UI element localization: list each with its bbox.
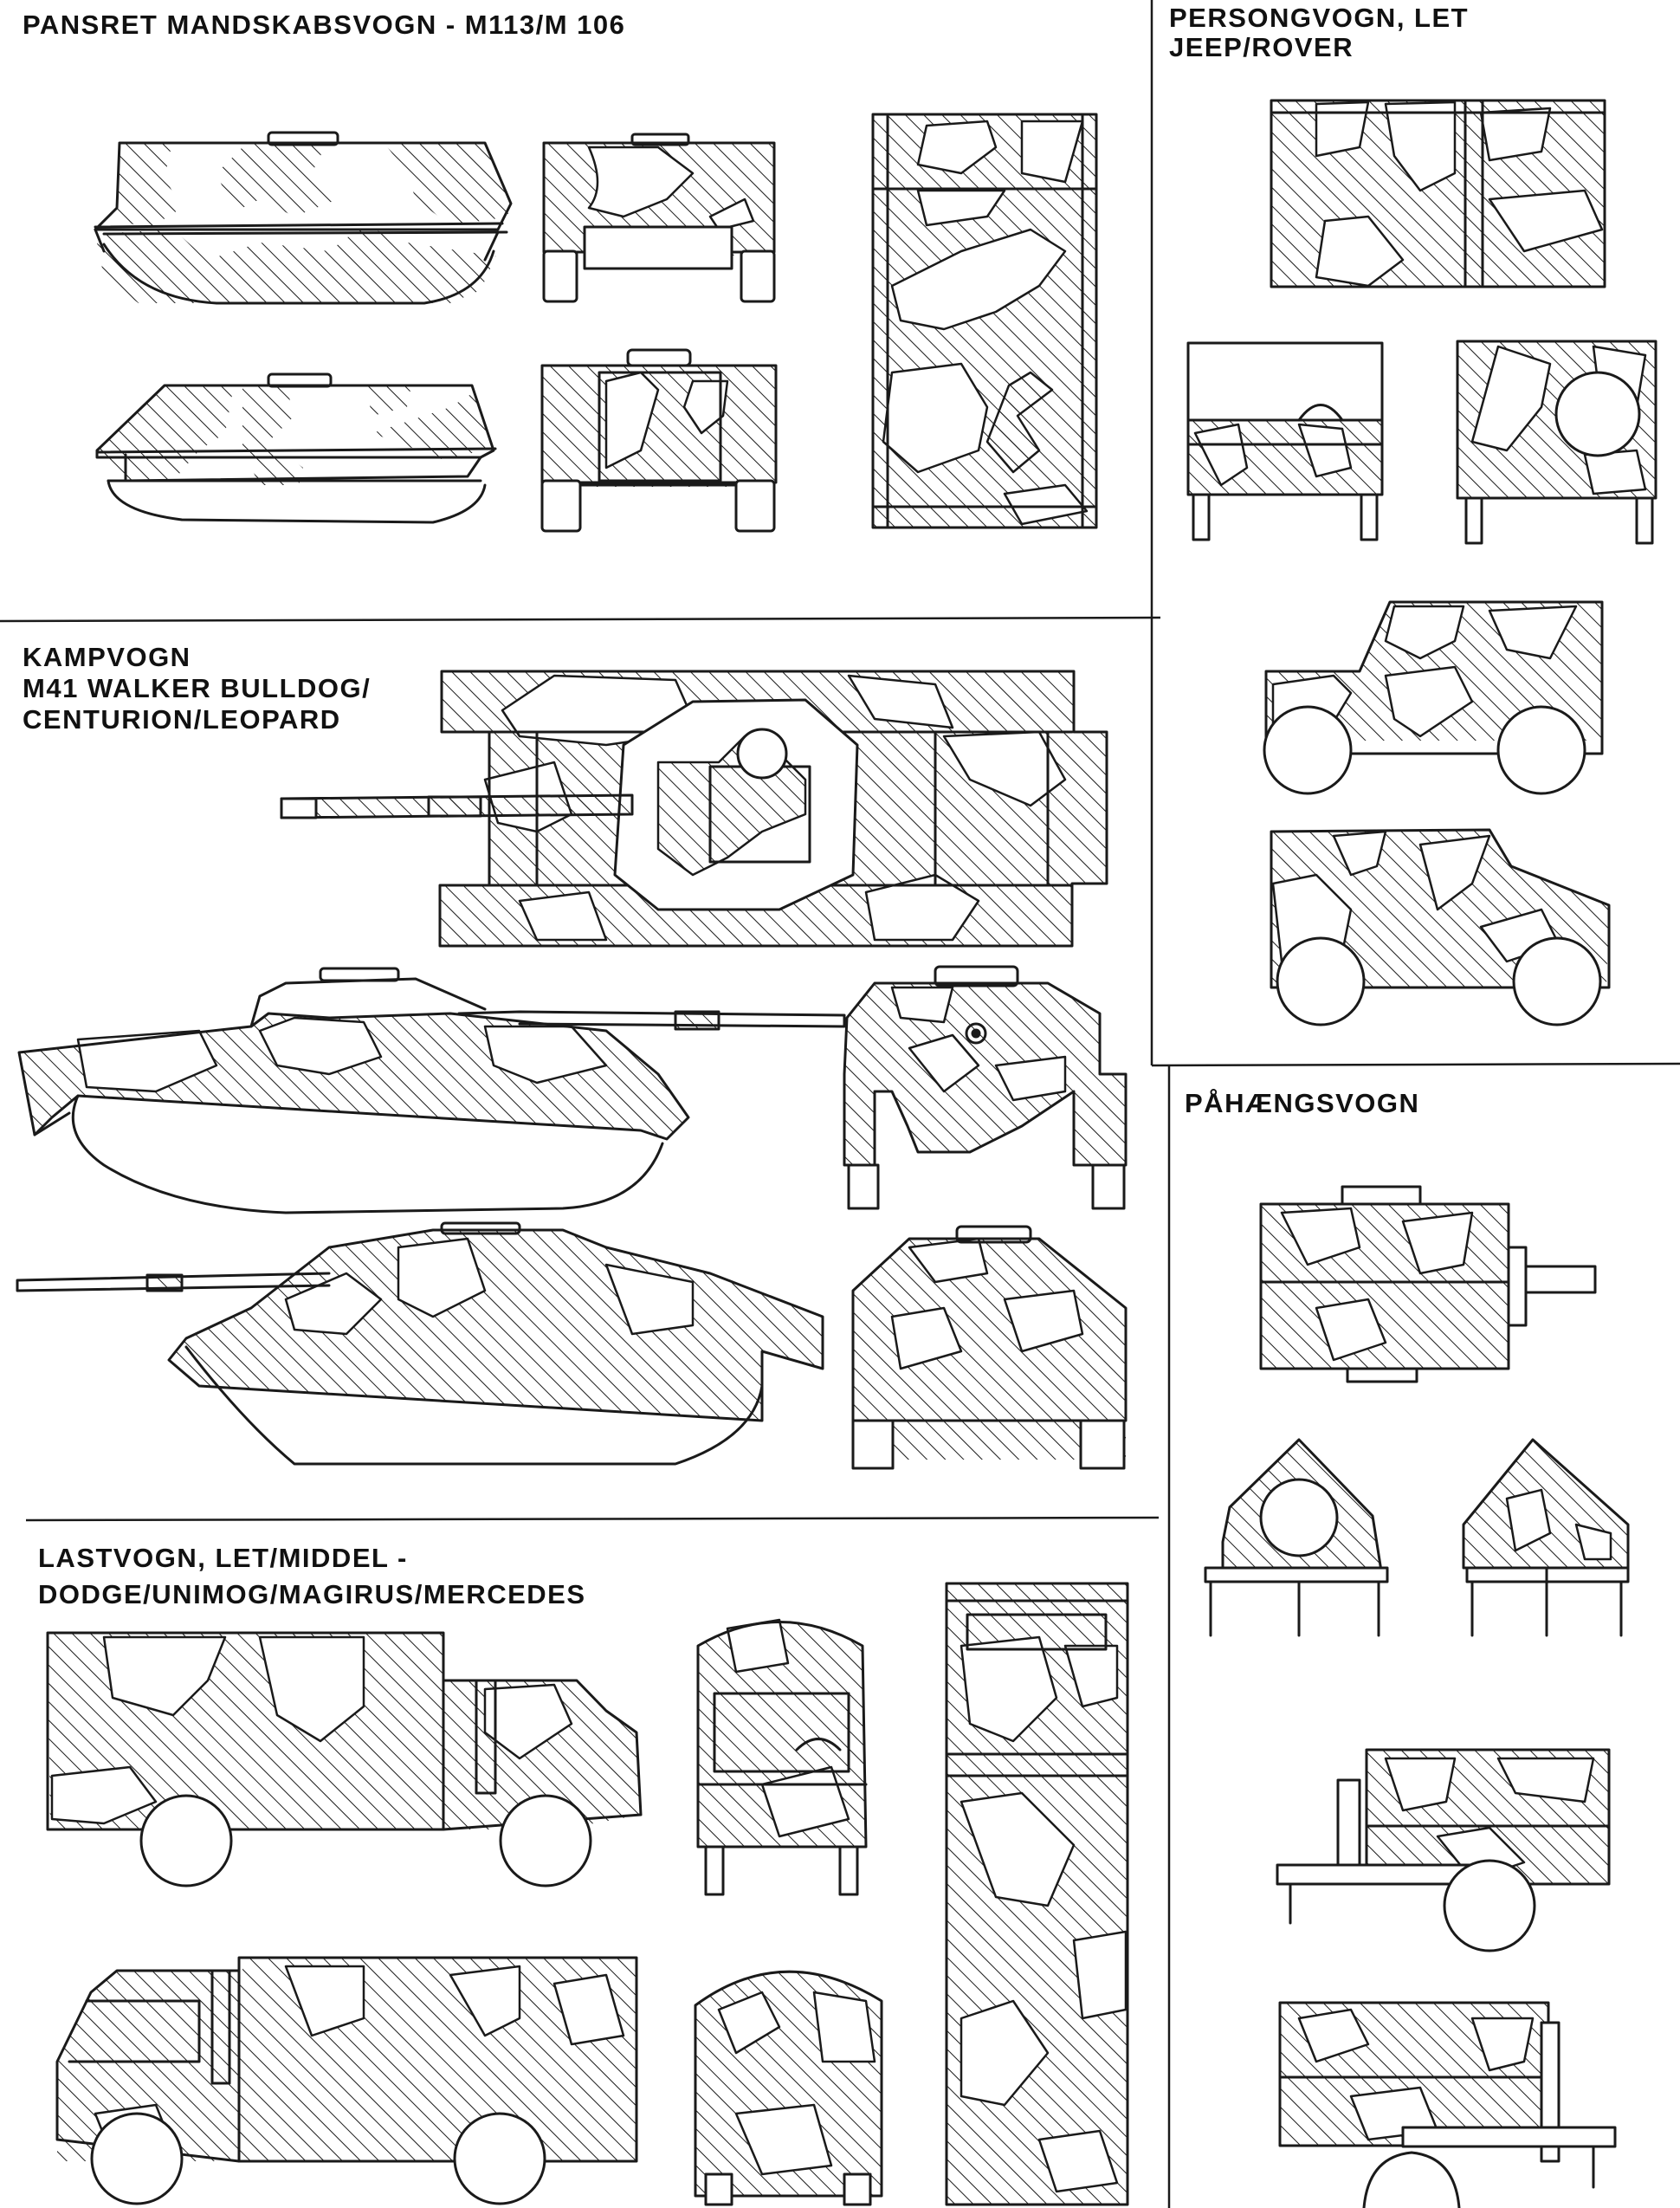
car-top-view <box>1270 99 1606 288</box>
car-front-view <box>1186 341 1384 541</box>
section-title-trailer: PÅHÆNGSVOGN <box>1185 1088 1420 1118</box>
car-back-view <box>1456 340 1657 545</box>
car-side-view-2 <box>1270 828 1611 1026</box>
truck-front-view-2 <box>694 1970 883 2206</box>
apc-side-view-2 <box>95 372 497 524</box>
truck-side-view-2 <box>55 1956 638 2205</box>
trailer-side-view-1 <box>1259 1185 1597 1383</box>
tank-side-view-1 <box>17 967 846 1214</box>
section-title-truck-line2: DODGE/UNIMOG/MAGIRUS/MERCEDES <box>38 1579 586 1609</box>
section-title-m113: PANSRET MANDSKABSVOGN - M113/M 106 <box>23 10 626 40</box>
trailer-side-view-3 <box>1278 2001 1617 2208</box>
apc-side-view-1 <box>94 131 513 305</box>
trailer-side-view-2 <box>1276 1748 1611 1952</box>
apc-front-view-1 <box>542 133 776 303</box>
tank-front-view-2 <box>851 1225 1128 1470</box>
section-title-truck-line1: LASTVOGN, LET/MIDDEL - <box>38 1543 408 1573</box>
truck-top-view <box>945 1582 1129 2206</box>
truck-front-view-1 <box>696 1618 868 1896</box>
trailer-front-view-1 <box>1204 1438 1389 1637</box>
tank-side-view-2 <box>16 1221 824 1466</box>
trailer-front-view-2 <box>1462 1438 1630 1637</box>
section-title-car-line2: JEEP/ROVER <box>1169 32 1354 62</box>
apc-top-view <box>871 113 1098 529</box>
tank-top-view <box>280 670 1108 948</box>
section-title-car-line1: PERSONGVOGN, LET <box>1169 3 1470 33</box>
car-side-view-1 <box>1263 600 1604 795</box>
section-title-tank-line1: KAMPVOGN <box>23 642 191 672</box>
tank-front-view-1 <box>843 965 1128 1210</box>
section-title-tank-line2: M41 WALKER BULLDOG/ <box>23 673 372 703</box>
apc-front-view-2 <box>540 348 778 533</box>
section-title-tank-line3: CENTURION/LEOPARD <box>23 704 341 735</box>
truck-side-view-1 <box>46 1631 643 1887</box>
